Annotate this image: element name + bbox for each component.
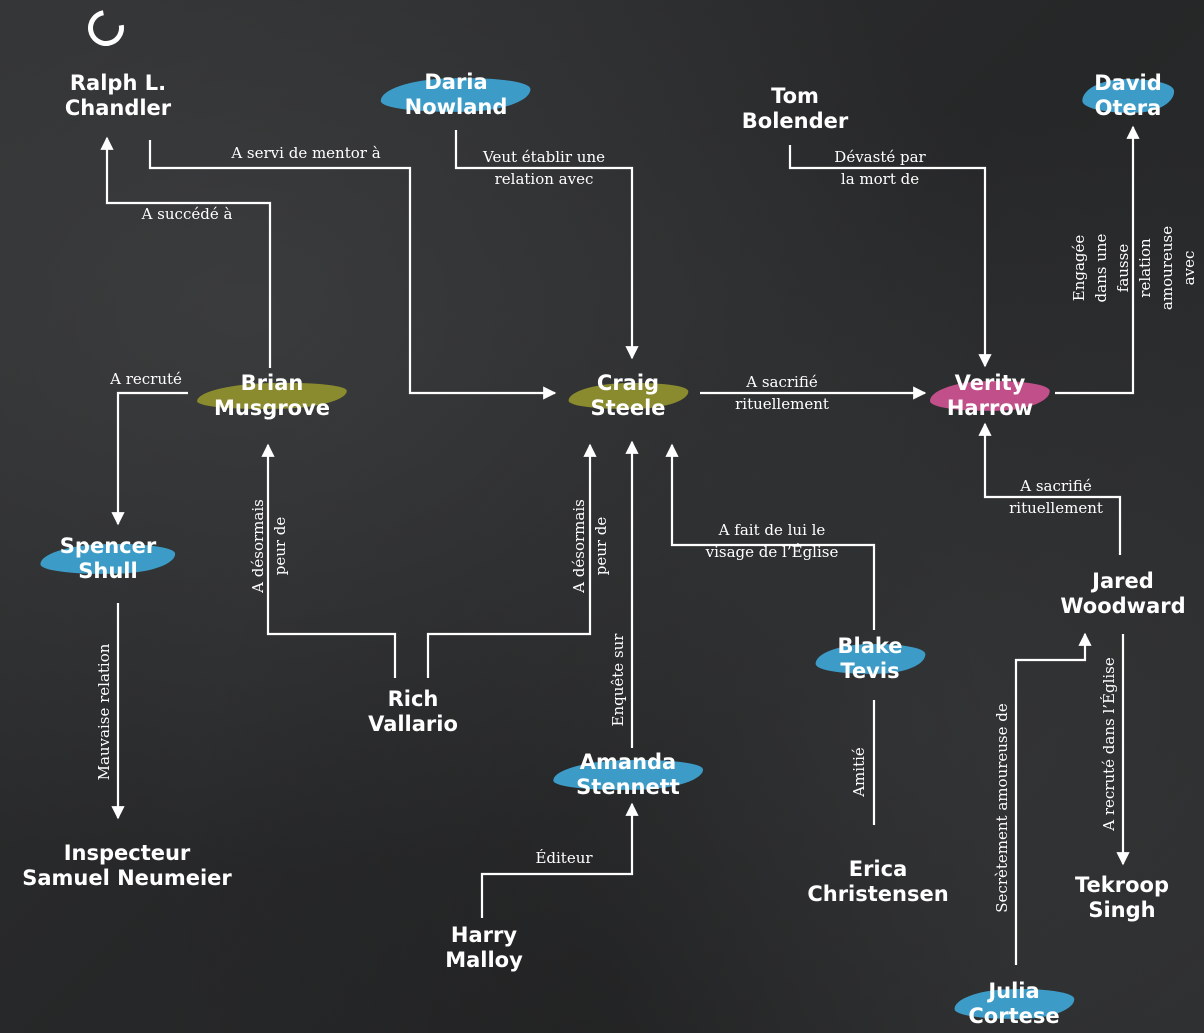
edge-peur-brian: [261, 443, 397, 678]
node-julia-cortese: Julia Cortese: [953, 979, 1075, 1029]
node-blake-tevis: Blake Tevis: [814, 634, 926, 684]
node-label: Inspecteur Samuel Neumeier: [22, 841, 232, 890]
node-label: Amanda Stennett: [576, 750, 680, 799]
label-devaste: Dévasté par la mort de: [834, 148, 926, 188]
node-label: Verity Harrow: [946, 371, 1034, 420]
node-rich-vallario: Rich Vallario: [368, 687, 458, 737]
edge-veut-etablir: [454, 130, 639, 360]
label-recrute: A recruté: [110, 370, 182, 388]
edge-succede: [100, 136, 272, 368]
node-brian-musgrove: Brian Musgrove: [196, 371, 348, 421]
node-label: Daria Nowland: [404, 70, 508, 119]
edge-editeur: [480, 802, 639, 918]
edge-visage: [665, 443, 876, 630]
label-visage: A fait de lui le visage de l’Église: [705, 521, 839, 561]
node-label: Rich Vallario: [368, 687, 458, 736]
label-amitie: Amitié: [850, 747, 868, 797]
edge-secretement: [1014, 632, 1092, 965]
node-label: Craig Steele: [590, 371, 666, 420]
node-erica-christensen: Erica Christensen: [807, 857, 948, 907]
node-label: Brian Musgrove: [213, 371, 331, 420]
label-peur-brian: A désormais peur de: [249, 499, 289, 593]
edge-mentor: [148, 140, 557, 400]
node-label: Ralph L. Chandler: [64, 71, 172, 120]
label-peur-craig: A désormais peur de: [570, 499, 610, 593]
node-jared-woodward: Jared Woodward: [1060, 569, 1185, 619]
node-label: Jared Woodward: [1060, 569, 1186, 618]
node-daria-nowland: Daria Nowland: [380, 70, 532, 120]
label-editeur: Éditeur: [535, 849, 593, 867]
node-david-otera: David Otera: [1081, 71, 1175, 121]
node-label: Tekroop Singh: [1075, 873, 1169, 922]
node-label: Julia Cortese: [968, 979, 1060, 1028]
node-craig-steele: Craig Steele: [567, 371, 689, 421]
node-inspecteur-neumeier: Inspecteur Samuel Neumeier: [22, 841, 232, 891]
label-mentor: A servi de mentor à: [231, 144, 381, 162]
edge-engagee: [1055, 125, 1140, 395]
node-amanda-stennett: Amanda Stennett: [552, 750, 704, 800]
label-sacrifie-jared: A sacrifié rituellement: [1009, 477, 1103, 517]
node-harry-malloy: Harry Malloy: [445, 923, 523, 973]
edge-devaste: [788, 145, 992, 368]
label-veut-etablir: Veut établir une relation avec: [483, 148, 605, 188]
node-verity-harrow: Verity Harrow: [929, 371, 1051, 421]
edge-sacrifie-jared: [978, 422, 1122, 555]
edge-recrute: [111, 391, 188, 526]
label-succede: A succédé à: [141, 205, 233, 223]
node-ralph-chandler: Ralph L. Chandler: [65, 71, 171, 121]
label-enquete: Enquête sur: [609, 633, 627, 727]
node-spencer-shull: Spencer Shull: [40, 534, 176, 584]
label-engagee: Engagée dans une fausse relation amoureu…: [1070, 225, 1198, 311]
node-label: Spencer Shull: [59, 534, 157, 583]
node-label: Erica Christensen: [807, 857, 949, 906]
node-label: David Otera: [1094, 71, 1162, 120]
node-label: Harry Malloy: [445, 923, 523, 972]
label-secretement: Secrètement amoureuse de: [993, 703, 1011, 913]
edge-peur-craig: [426, 443, 597, 678]
label-sacrifie-craig: A sacrifié rituellement: [735, 373, 829, 413]
label-recrute-eglise: A recruté dans l’Église: [1100, 657, 1118, 831]
label-mauvaise: Mauvaise relation: [95, 643, 113, 781]
node-label: Blake Tevis: [837, 634, 903, 683]
node-tom-bolender: Tom Bolender: [742, 84, 848, 134]
node-label: Tom Bolender: [741, 84, 849, 133]
node-tekroop-singh: Tekroop Singh: [1075, 873, 1169, 923]
